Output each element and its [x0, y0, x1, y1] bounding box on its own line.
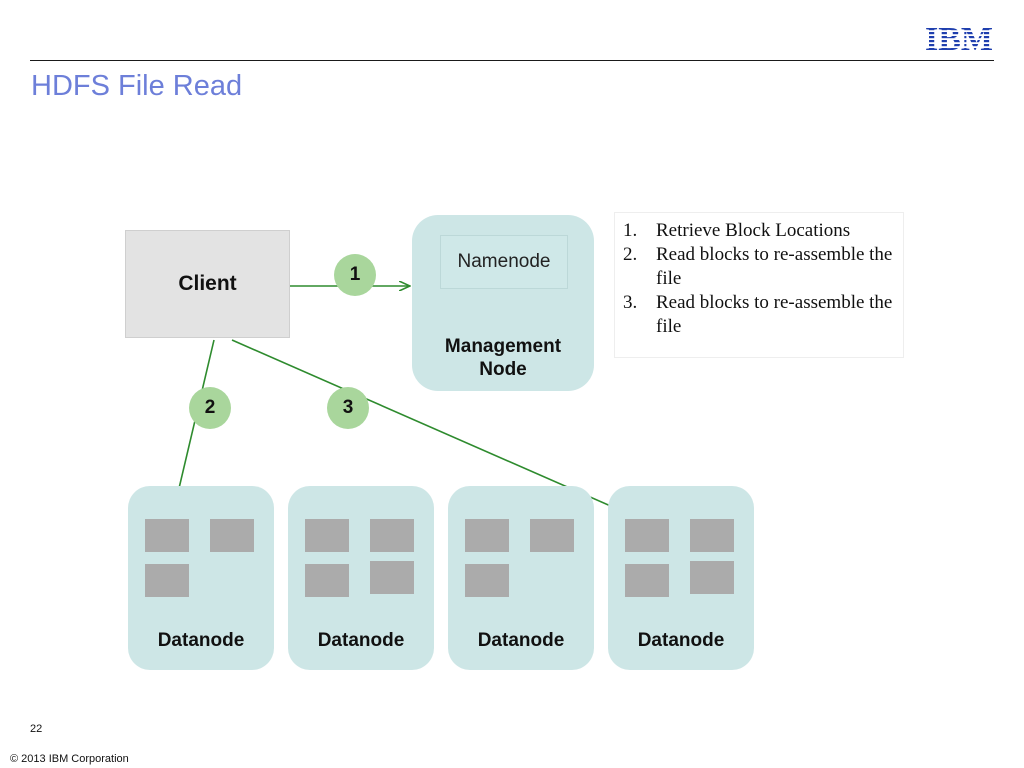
- namenode-box: Namenode: [440, 235, 568, 289]
- step-text: Retrieve Block Locations: [656, 220, 851, 241]
- step-marker-1: 1: [334, 254, 376, 296]
- datanode-label: Datanode: [637, 630, 725, 651]
- step-marker-2: 2: [189, 387, 231, 429]
- client-box: Client: [125, 230, 290, 338]
- data-block: [465, 519, 509, 552]
- data-block: [690, 561, 734, 594]
- ibm-logo: IBM: [925, 22, 993, 52]
- svg-text:IBM: IBM: [925, 22, 993, 52]
- step-item: 1. Retrieve Block Locations: [615, 219, 903, 243]
- slide-number: 22: [30, 723, 43, 735]
- datanode-2: Datanode: [288, 486, 434, 670]
- data-block: [210, 519, 254, 552]
- datanode-3: Datanode: [448, 486, 594, 670]
- data-block: [305, 519, 349, 552]
- data-block: [370, 519, 414, 552]
- client-label: Client: [178, 272, 237, 295]
- steps-legend: 1. Retrieve Block Locations 2. Read bloc…: [614, 212, 904, 358]
- step-marker-3: 3: [327, 387, 369, 429]
- datanode-1: Datanode: [128, 486, 274, 670]
- management-node-label: Management Node: [412, 335, 594, 381]
- namenode-label: Namenode: [457, 251, 551, 272]
- management-node-label-line1: Management: [444, 336, 562, 357]
- datanode-4: Datanode: [608, 486, 754, 670]
- data-block: [625, 564, 669, 597]
- step-text: Read blocks to re-assemble the file: [656, 244, 893, 289]
- header-rule: [30, 60, 994, 61]
- management-node-label-line2: Node: [479, 359, 527, 380]
- datanode-label: Datanode: [317, 630, 405, 651]
- step-item: 3. Read blocks to re-assemble the file: [615, 291, 903, 339]
- step-text: Read blocks to re-assemble the file: [656, 292, 893, 337]
- page-title: HDFS File Read: [31, 70, 243, 102]
- data-block: [690, 519, 734, 552]
- step-number: 1.: [623, 220, 638, 241]
- steps-list: 1. Retrieve Block Locations 2. Read bloc…: [615, 213, 903, 339]
- data-block: [370, 561, 414, 594]
- data-block: [530, 519, 574, 552]
- data-block: [625, 519, 669, 552]
- data-block: [305, 564, 349, 597]
- datanode-label: Datanode: [477, 630, 565, 651]
- management-node: Namenode Management Node: [412, 215, 594, 391]
- step-number: 3.: [623, 292, 638, 313]
- data-block: [145, 519, 189, 552]
- data-block: [145, 564, 189, 597]
- datanode-label: Datanode: [157, 630, 245, 651]
- copyright: © 2013 IBM Corporation: [10, 753, 129, 765]
- step-number: 2.: [623, 244, 638, 265]
- data-block: [465, 564, 509, 597]
- step-item: 2. Read blocks to re-assemble the file: [615, 243, 903, 291]
